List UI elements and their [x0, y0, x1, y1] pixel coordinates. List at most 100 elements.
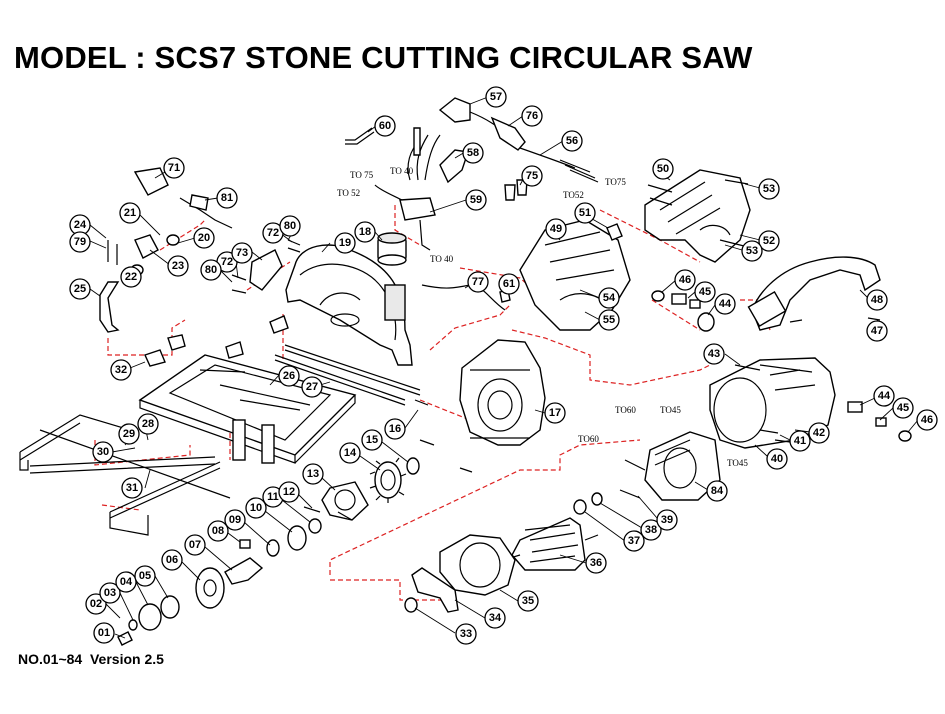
svg-text:53: 53: [746, 245, 758, 257]
version-footer: NO.01~84 Version 2.5: [18, 651, 164, 667]
part-callout: 58: [462, 142, 484, 164]
part-callout: 53: [741, 240, 763, 262]
wire-label: TO75: [605, 177, 626, 187]
svg-text:17: 17: [549, 407, 561, 419]
svg-text:12: 12: [283, 486, 295, 498]
svg-text:05: 05: [139, 570, 151, 582]
svg-text:46: 46: [921, 414, 933, 426]
svg-text:25: 25: [74, 283, 86, 295]
svg-text:28: 28: [142, 418, 154, 430]
part-callout: 46: [674, 269, 696, 291]
part-callout: 57: [485, 86, 507, 108]
part-callout: 05: [134, 565, 156, 587]
blade-flanges: [128, 234, 603, 631]
part-callout: 27: [301, 376, 323, 398]
wire-label: TO 52: [337, 188, 360, 198]
svg-text:01: 01: [98, 627, 110, 639]
part-callout: 35: [517, 590, 539, 612]
svg-text:60: 60: [379, 120, 391, 132]
svg-text:57: 57: [490, 91, 502, 103]
svg-text:35: 35: [522, 595, 534, 607]
svg-text:22: 22: [125, 271, 137, 283]
svg-text:16: 16: [389, 423, 401, 435]
part-callout: 13: [302, 463, 324, 485]
svg-text:20: 20: [198, 232, 210, 244]
part-callout: 34: [484, 607, 506, 629]
part-callout: 51: [574, 202, 596, 224]
large-gear: [369, 457, 407, 503]
svg-text:49: 49: [550, 223, 562, 235]
part-callout: 14: [339, 442, 361, 464]
svg-text:61: 61: [503, 278, 515, 290]
part-callout: 55: [598, 309, 620, 331]
carbon-brushes: [651, 290, 912, 442]
part-callout: 61: [498, 273, 520, 295]
part-callout: 10: [245, 497, 267, 519]
svg-text:40: 40: [771, 453, 783, 465]
svg-text:42: 42: [813, 427, 825, 439]
part-callout: 38: [640, 519, 662, 541]
svg-text:77: 77: [472, 276, 484, 288]
svg-text:73: 73: [236, 247, 248, 259]
part-callout: 44: [873, 385, 895, 407]
wire-label: TO 40: [430, 254, 454, 264]
svg-text:36: 36: [590, 557, 602, 569]
svg-text:80: 80: [205, 264, 217, 276]
main-handle: [747, 256, 881, 331]
part-callout: 43: [703, 343, 725, 365]
part-callout: 50: [652, 158, 674, 180]
wire-label: TO52: [563, 190, 584, 200]
svg-text:06: 06: [166, 554, 178, 566]
part-callout: 84: [706, 480, 728, 502]
wire-label: TO 75: [350, 170, 374, 180]
part-callout: 17: [544, 402, 566, 424]
part-callout: 19: [334, 232, 356, 254]
svg-text:37: 37: [628, 535, 640, 547]
part-callout: 02: [85, 593, 107, 615]
upper-handle-half: [644, 169, 751, 263]
svg-text:43: 43: [708, 348, 720, 360]
part-callout: 52: [758, 230, 780, 252]
part-callout: 44: [714, 293, 736, 315]
svg-text:15: 15: [366, 434, 378, 446]
screws: [107, 179, 881, 521]
svg-text:55: 55: [603, 314, 615, 326]
part-callout: 54: [598, 287, 620, 309]
svg-text:04: 04: [120, 576, 133, 588]
svg-text:07: 07: [189, 539, 201, 551]
lower-guard-bracket: [99, 281, 120, 333]
part-callout: 59: [465, 189, 487, 211]
part-callout: 60: [374, 115, 396, 137]
locking-knobs: [144, 315, 289, 367]
part-callout: 04: [115, 571, 137, 593]
part-callout: 40: [766, 448, 788, 470]
part-callout: 23: [167, 255, 189, 277]
part-callout: 42: [808, 422, 830, 444]
part-callout: 72: [262, 222, 284, 244]
wire-label: TO60: [615, 405, 636, 415]
svg-text:54: 54: [603, 292, 616, 304]
svg-text:39: 39: [661, 514, 673, 526]
part-callout: 80: [279, 215, 301, 237]
part-callout: 79: [69, 231, 91, 253]
part-callout: 28: [137, 413, 159, 435]
carbon-bracket: [411, 567, 459, 613]
part-callout: 71: [163, 157, 185, 179]
page-title: MODEL : SCS7 STONE CUTTING CIRCULAR SAW: [14, 40, 753, 75]
svg-text:18: 18: [359, 226, 371, 238]
svg-text:59: 59: [470, 194, 482, 206]
part-callout: 45: [694, 281, 716, 303]
wire-label: TO45: [660, 405, 681, 415]
blade-bolt: [117, 631, 133, 646]
part-callout: 47: [866, 320, 888, 342]
part-callout: 56: [561, 130, 583, 152]
svg-text:27: 27: [306, 381, 318, 393]
svg-text:41: 41: [794, 435, 806, 447]
part-callout: 09: [224, 509, 246, 531]
part-callout: 29: [118, 423, 140, 445]
svg-text:48: 48: [871, 294, 883, 306]
part-callout: 18: [354, 221, 376, 243]
part-callout: 21: [119, 202, 141, 224]
part-callout: 03: [99, 582, 121, 604]
